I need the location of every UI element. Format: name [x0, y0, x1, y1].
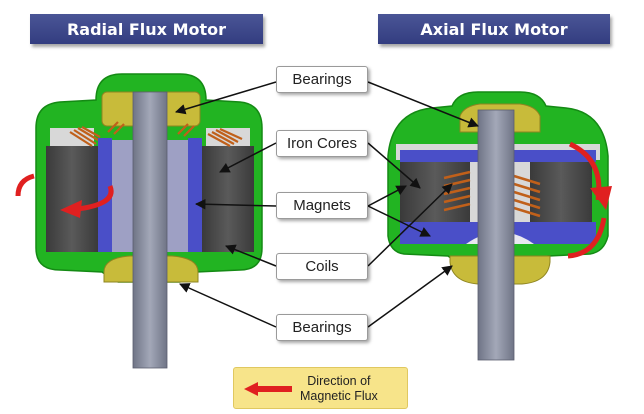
legend-text: Direction of Magnetic Flux [300, 374, 378, 404]
axial-core-right [530, 162, 592, 222]
radial-magnet-right [188, 138, 202, 252]
radial-magnet-left [98, 138, 112, 252]
label-magnets: Magnets [276, 192, 368, 219]
legend-line-1: Direction of [307, 374, 371, 388]
leader-lines [174, 81, 479, 328]
label-iron-cores: Iron Cores [276, 130, 368, 157]
radial-left-core [46, 146, 98, 252]
axial-shaft [477, 109, 515, 361]
axial-core-left [400, 162, 470, 222]
radial-shaft [132, 91, 168, 369]
axial-flux-title: Axial Flux Motor [378, 14, 610, 44]
axial-motor [387, 91, 612, 361]
label-bearings-top: Bearings [276, 66, 368, 93]
legend: Direction of Magnetic Flux [233, 367, 408, 409]
radial-right-core [202, 146, 254, 252]
legend-line-2: Magnetic Flux [300, 389, 378, 403]
radial-motor [15, 73, 263, 369]
label-bearings-bottom: Bearings [276, 314, 368, 341]
label-coils: Coils [276, 253, 368, 280]
radial-coils [69, 121, 243, 147]
flux-arrow-icon [244, 382, 292, 396]
radial-flux-title: Radial Flux Motor [30, 14, 263, 44]
